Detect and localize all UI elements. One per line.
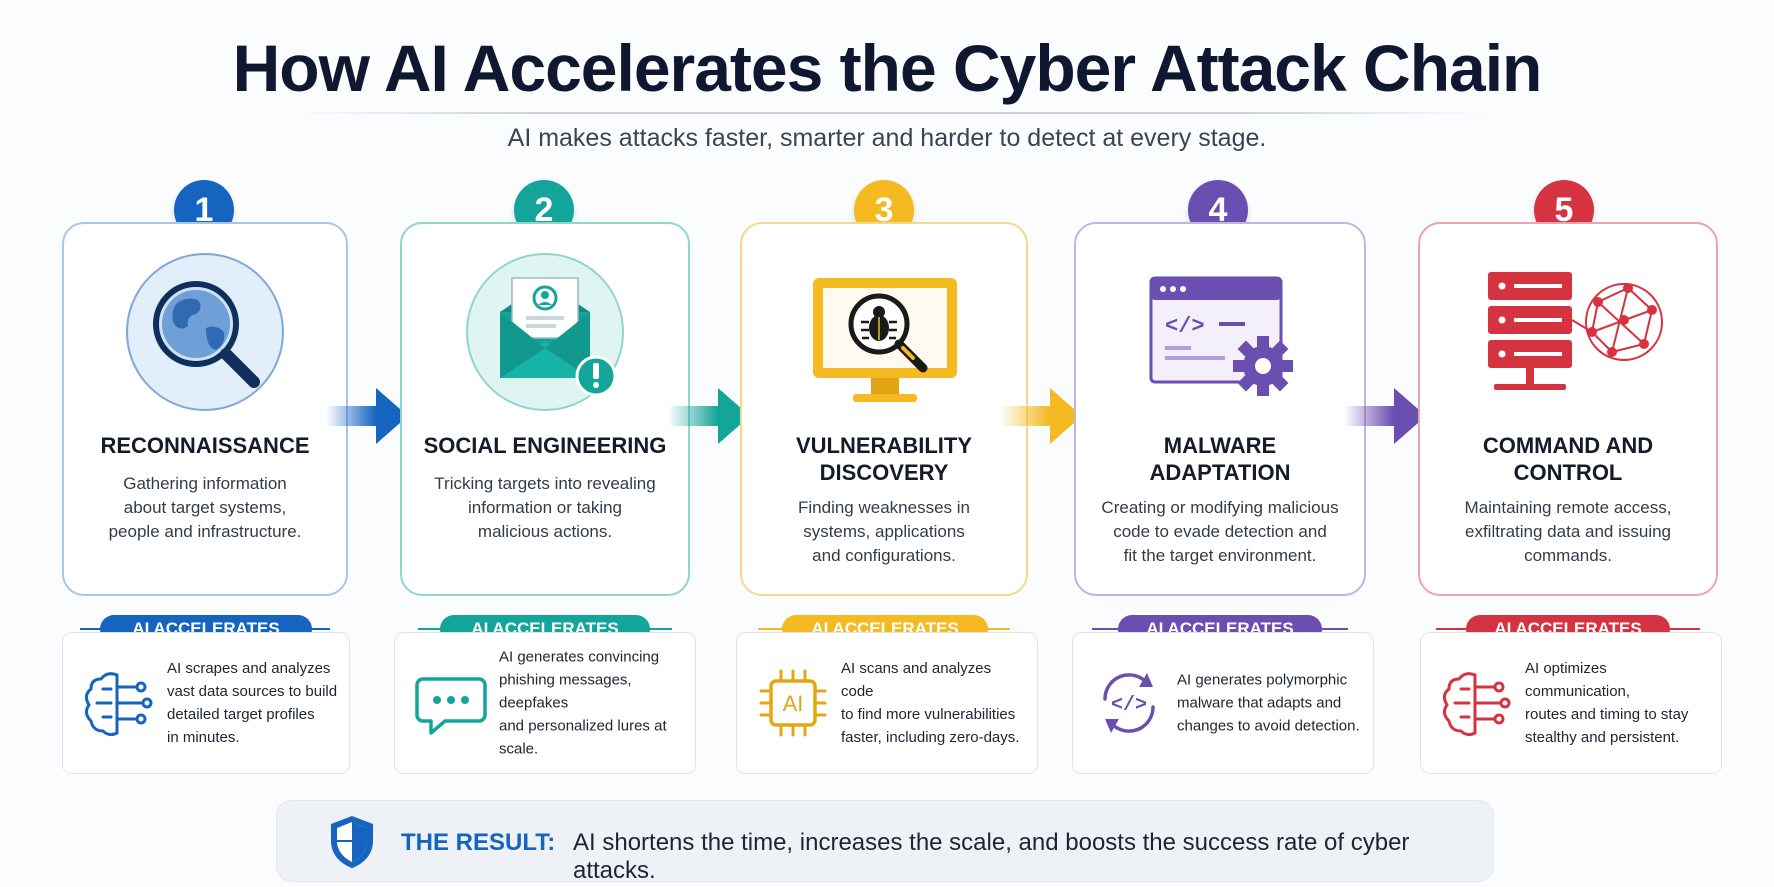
stage-1-accelerates-box: AI scrapes and analyzes vast data source…: [62, 632, 350, 774]
stage-1-card: RECONNAISSANCE Gathering information abo…: [62, 222, 348, 596]
stage-3-accelerates-text: AI scans and analyzes code to find more …: [841, 660, 1020, 746]
arrow-1-to-2: [326, 388, 408, 444]
brain-circuit-icon: [84, 672, 153, 737]
stage-3-name: VULNERABILITY DISCOVERY: [796, 433, 972, 485]
brain-circuit-icon: [1442, 672, 1511, 737]
stage-4-accelerates-text: AI generates polymorphic malware that ad…: [1177, 671, 1360, 735]
stage-2-accelerates-text: AI generates convincing phishing message…: [499, 648, 667, 758]
stage-5-accelerates-box: AI optimizes communication, routes and t…: [1420, 632, 1722, 774]
stage-2-accelerates-box: AI generates convincing phishing message…: [394, 632, 696, 774]
svg-text:</>: </>: [1165, 314, 1205, 339]
stage-1-name: RECONNAISSANCE: [100, 433, 310, 458]
shield-icon: [331, 816, 373, 868]
code-window-gear-icon: </>: [1149, 276, 1293, 396]
title-divider: [290, 112, 1490, 114]
arrow-2-to-3: [668, 388, 750, 444]
page-title: How AI Accelerates the Cyber Attack Chai…: [232, 31, 1543, 105]
stage-2-description: Tricking targets into revealing informat…: [434, 474, 656, 541]
stage-5-accelerates-text: AI optimizes communication, routes and t…: [1525, 660, 1689, 746]
stage-4-accelerates-box: </> AI generates polymorphic malware tha…: [1072, 632, 1374, 774]
ai-chip-label: AI: [783, 691, 804, 716]
stage-4-card: </> MALWARE ADAPTAT: [1074, 222, 1366, 596]
stage-3-accelerates-box: AI AI scans and analyzes code to find mo…: [736, 632, 1038, 774]
chat-bubble-icon: [415, 677, 487, 735]
result-label: THE RESULT:: [401, 829, 556, 856]
stage-1-accelerates-text: AI scrapes and analyzes vast data source…: [167, 660, 338, 746]
stage-3-description: Finding weaknesses in systems, applicati…: [798, 498, 970, 565]
server-network-icon: [1488, 272, 1663, 390]
stage-2-name: SOCIAL ENGINEERING: [423, 433, 667, 458]
stage-5-card: COMMAND AND CONTROL Maintaining remote a…: [1418, 222, 1718, 596]
stage-2-card: SOCIAL ENGINEERING Tricking targets into…: [400, 222, 690, 596]
ai-chip-icon: AI: [759, 669, 827, 737]
page-subtitle: AI makes attacks faster, smarter and har…: [507, 124, 1267, 152]
result-text: AI shortens the time, increases the scal…: [573, 829, 1410, 884]
result-banner: THE RESULT: AI shortens the time, increa…: [276, 800, 1494, 884]
svg-text:</>: </>: [1111, 694, 1147, 717]
monitor-bug-icon: [813, 278, 957, 402]
envelope-alert-icon: [466, 253, 624, 411]
arrow-4-to-5: [1344, 388, 1426, 444]
stage-4-description: Creating or modifying malicious code to …: [1101, 498, 1339, 565]
stage-4-name: MALWARE ADAPTATION: [1149, 433, 1291, 485]
globe-magnifier-icon: [126, 253, 284, 411]
code-cycle-icon: </>: [1103, 673, 1155, 733]
arrow-3-to-4: [1000, 388, 1082, 444]
stage-1-description: Gathering information about target syste…: [108, 474, 302, 541]
stage-5-description: Maintaining remote access, exfiltrating …: [1464, 498, 1672, 565]
stage-5-name: COMMAND AND CONTROL: [1482, 433, 1654, 485]
stage-3-card: VULNERABILITY DISCOVERY Finding weakness…: [740, 222, 1028, 596]
